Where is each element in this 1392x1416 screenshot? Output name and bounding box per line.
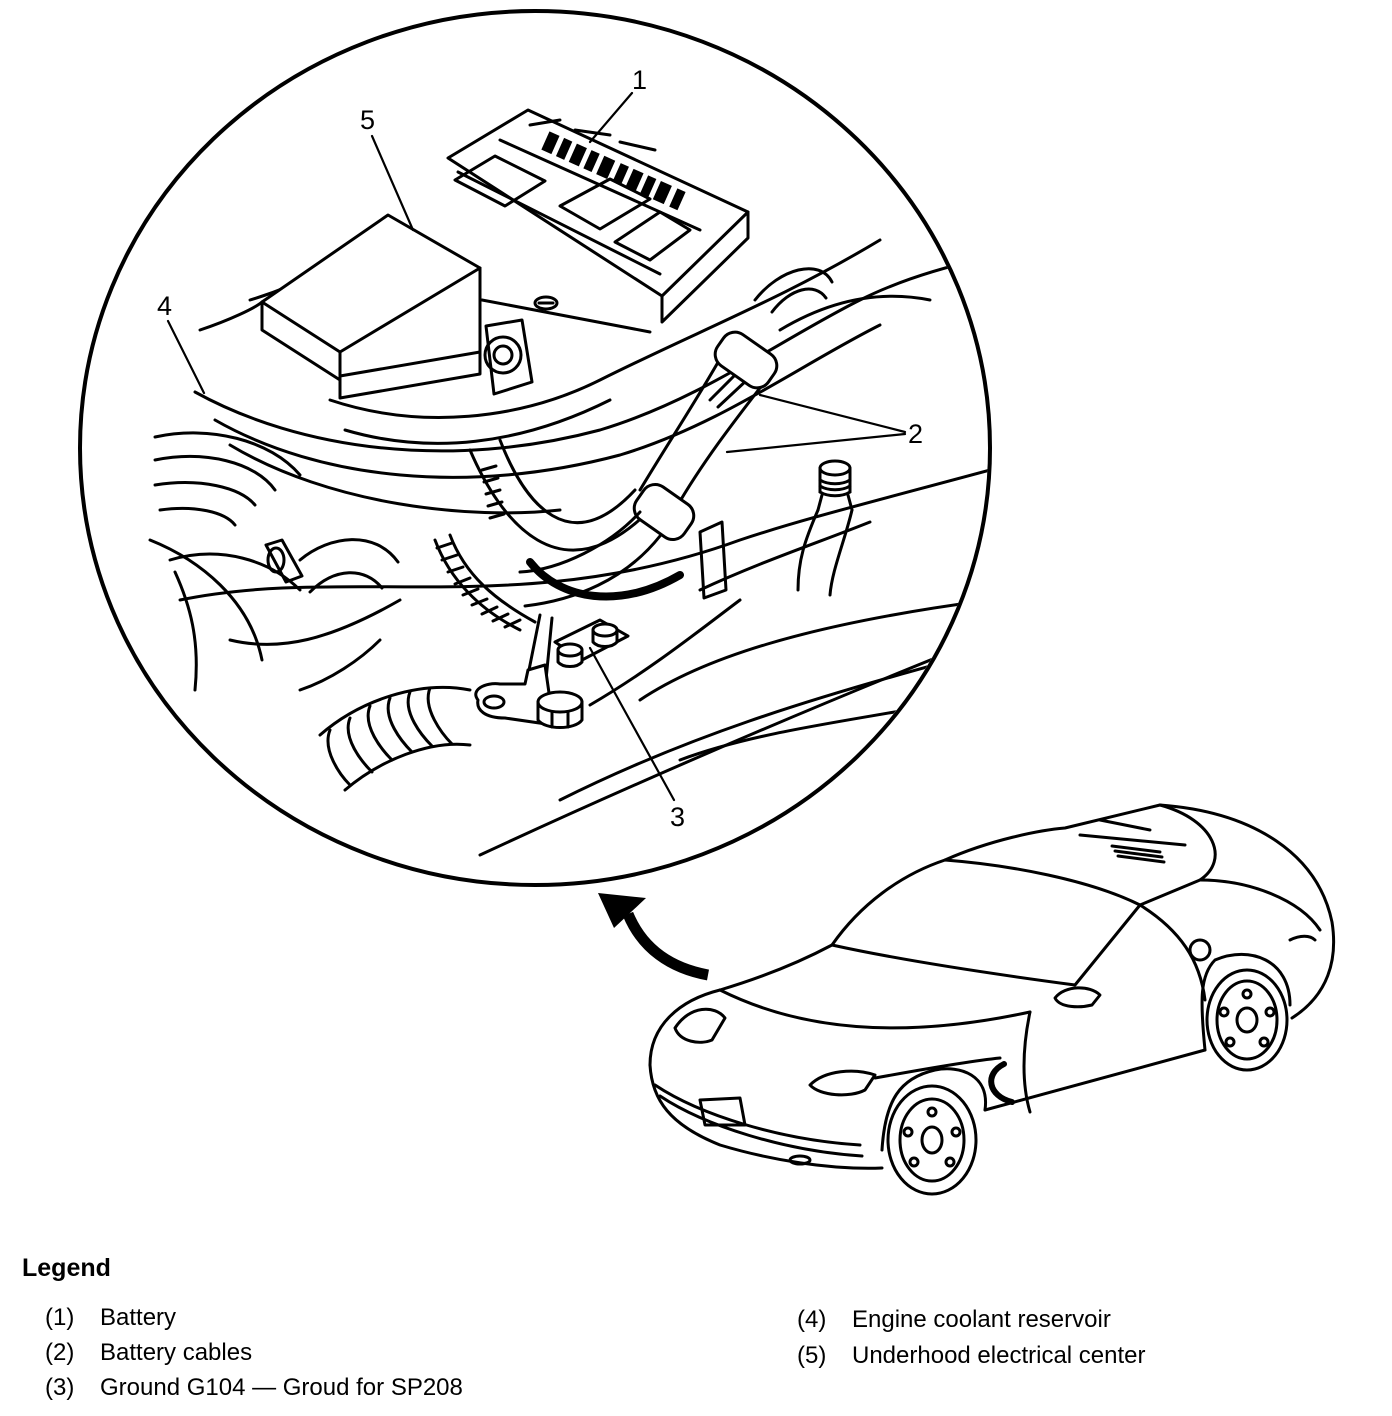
legend-item: (2) Battery cables <box>45 1338 645 1368</box>
fuel-door <box>1188 938 1212 962</box>
ground-g104 <box>474 613 630 729</box>
legend-item-label: Battery <box>100 1304 177 1331</box>
ground-bolt-large <box>536 690 584 729</box>
cable-clamp-lower <box>632 482 696 542</box>
ground-bolt-small <box>556 622 619 668</box>
callout-1: 1 <box>632 65 647 95</box>
legend-item-number: (3) <box>45 1374 75 1401</box>
battery-cables <box>518 330 779 608</box>
battery-brand-lettering <box>541 131 686 211</box>
leader-line-3 <box>588 646 676 802</box>
legend-item: (4) Engine coolant reservoir <box>797 1305 1357 1335</box>
roof <box>943 803 1162 862</box>
drive-belt <box>433 464 537 632</box>
leader-line-2a <box>758 393 907 434</box>
callout-2: 2 <box>908 419 923 449</box>
legend-item-label: Battery cables <box>100 1339 253 1366</box>
radiator-hose <box>264 438 652 594</box>
legend-item-number: (2) <box>45 1339 75 1366</box>
battery-terminal <box>483 295 559 396</box>
underhood-electrical-center <box>260 213 482 400</box>
leader-line-4 <box>166 319 206 395</box>
legend-item-number: (4) <box>797 1306 827 1333</box>
legend-item: (3) Ground G104 — Groud for SP208 <box>45 1373 645 1403</box>
cable-clamp-upper <box>713 330 779 390</box>
callout-3: 3 <box>670 802 685 832</box>
leader-line-5 <box>370 134 415 232</box>
car-illustration <box>648 803 1336 1196</box>
detail-circle <box>78 9 992 887</box>
front-wheel <box>886 1084 978 1196</box>
engine-coolant-reservoir <box>153 431 302 592</box>
leader-lines <box>166 91 907 802</box>
roof-vents <box>1110 844 1166 864</box>
corrugated-hose <box>318 685 472 792</box>
leader-line-1 <box>588 91 634 144</box>
side-vent <box>988 1061 1015 1105</box>
legend-item-number: (1) <box>45 1304 75 1331</box>
leader-line-2b <box>725 432 907 454</box>
detail-view <box>148 91 988 857</box>
battery <box>446 108 750 396</box>
legend-item-number: (5) <box>797 1342 827 1369</box>
legend-item-label: Underhood electrical center <box>852 1342 1146 1369</box>
windshield <box>830 858 1142 987</box>
pointer-arrow <box>598 893 710 981</box>
rear-wheel <box>1205 968 1289 1072</box>
legend-item: (1) Battery <box>45 1303 645 1333</box>
legend-item: (5) Underhood electrical center <box>797 1341 1357 1371</box>
side-mirror <box>1053 986 1102 1009</box>
filler-cap <box>698 459 854 600</box>
legend-item-label: Ground G104 — Groud for SP208 <box>100 1374 463 1401</box>
headlight-right <box>808 1069 877 1097</box>
legend-title: Legend <box>22 1254 111 1282</box>
callout-5: 5 <box>360 105 375 135</box>
callout-4: 4 <box>157 291 172 321</box>
headlight-left <box>673 1007 727 1044</box>
door-line <box>1022 1010 1032 1114</box>
diagram: 1 2 3 4 5 <box>78 9 1336 1196</box>
fog-light <box>788 1154 812 1166</box>
legend-item-label: Engine coolant reservoir <box>852 1306 1111 1333</box>
